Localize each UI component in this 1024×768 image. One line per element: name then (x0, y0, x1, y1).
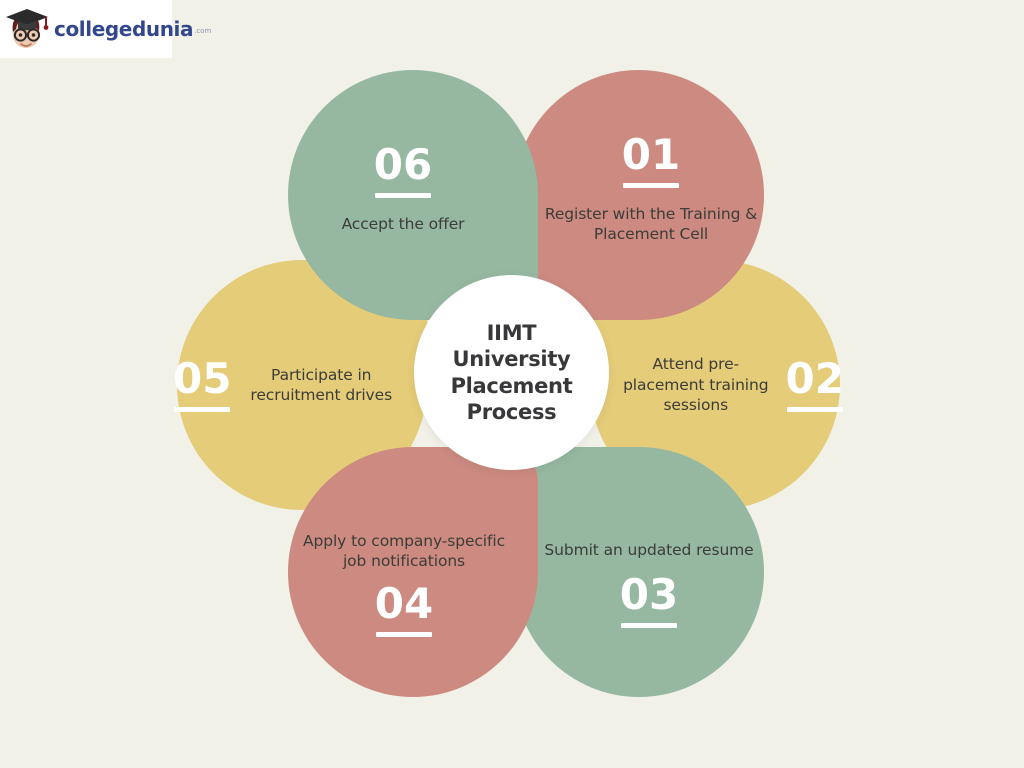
step-label-01: Register with the Training & Placement C… (544, 204, 758, 243)
step-number-underline (622, 182, 679, 188)
step-label-03: Submit an updated resume (544, 540, 754, 559)
step-petal-03[interactable]: Submit an updated resume 03 (514, 447, 764, 697)
diagram-hub: IIMT University Placement Process (414, 275, 609, 470)
step-number-06-wrap: 06 (373, 139, 433, 198)
step-number-02-wrap: 02 (785, 353, 844, 412)
brand-logo[interactable]: collegedunia .com (0, 0, 211, 58)
step-number-01-wrap: 01 (621, 129, 681, 188)
page-title: IIMT University Placement Process (450, 321, 573, 424)
step-number-03-wrap: 03 (619, 570, 679, 629)
step-number-01: 01 (621, 129, 681, 179)
placement-process-diagram: 01 Register with the Training & Placemen… (173, 70, 844, 700)
step-petal-01[interactable]: 01 Register with the Training & Placemen… (514, 70, 764, 320)
step-number-02: 02 (785, 353, 844, 403)
step-label-02: Attend pre-placement training sessions (623, 355, 769, 415)
step-label-04: Apply to company-specific job notificati… (303, 531, 505, 570)
step-label-06: Accept the offer (341, 214, 465, 233)
step-number-underline (375, 632, 432, 638)
step-label-05: Participate in recruitment drives (250, 365, 393, 404)
step-number-05-wrap: 05 (173, 358, 231, 412)
step-number-04-wrap: 04 (374, 579, 434, 638)
step-number-03: 03 (619, 570, 679, 620)
step-number-underline (620, 623, 677, 629)
brand-name: collegedunia (54, 17, 194, 41)
step-number-06: 06 (373, 139, 433, 189)
brand-wordmark: collegedunia .com (54, 19, 211, 39)
step-number-underline (374, 192, 431, 198)
step-number-underline (174, 407, 231, 412)
brand-tld: .com (194, 27, 212, 35)
graduate-face-icon (2, 4, 52, 54)
step-number-05: 05 (173, 354, 232, 403)
step-petal-04[interactable]: Apply to company-specific job notificati… (288, 447, 538, 697)
step-number-underline (786, 406, 843, 412)
step-number-04: 04 (374, 579, 434, 629)
